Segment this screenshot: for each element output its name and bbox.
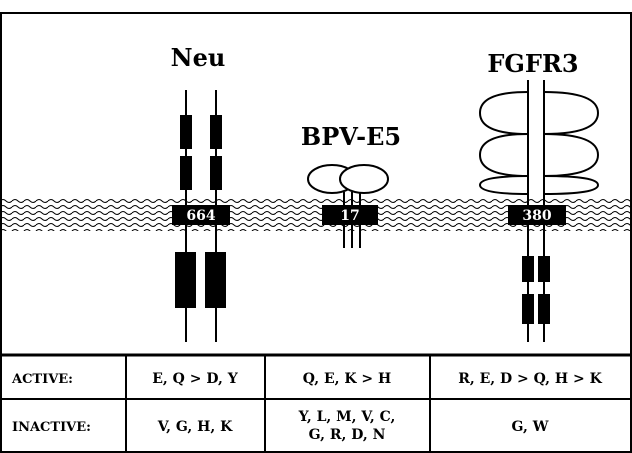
cell-inactive-neu: V, G, H, K — [157, 419, 233, 435]
fgfr3-title: FGFR3 — [487, 49, 578, 78]
row-label-active: ACTIVE: — [11, 372, 73, 387]
bpv-e5-residue-box — [322, 205, 378, 225]
neu-residue-label: 664 — [186, 208, 215, 224]
neu-receptor: 664 — [172, 90, 230, 342]
cell-active-fgfr3: R, E, D > Q, H > K — [458, 371, 602, 387]
row-label-inactive: INACTIVE: — [12, 420, 91, 435]
bpv-e5-protein: 17 — [307, 164, 389, 248]
cell-active-bpv-e5: Q, E, K > H — [303, 371, 392, 387]
bpv-e5-residue-label: 17 — [340, 208, 359, 224]
figure-frame — [0, 12, 632, 453]
neu-title: Neu — [171, 43, 226, 72]
fgfr3-receptor: 380 — [478, 80, 600, 342]
cell-inactive-fgfr3: G, W — [512, 419, 549, 435]
bpv-e5-title: BPV-E5 — [301, 122, 401, 151]
cell-active-neu: E, Q > D, Y — [152, 371, 238, 387]
fgfr3-residue-box — [508, 205, 566, 225]
mutation-table: ACTIVE: INACTIVE: E, Q > D, Y Q, E, K > … — [1, 353, 631, 452]
cell-inactive-bpv-e5-line1: Y, L, M, V, C, — [298, 409, 396, 425]
cell-inactive-bpv-e5-line2: G, R, D, N — [309, 427, 386, 443]
fgfr3-residue-label: 380 — [522, 208, 551, 224]
neu-residue-box — [172, 205, 230, 225]
